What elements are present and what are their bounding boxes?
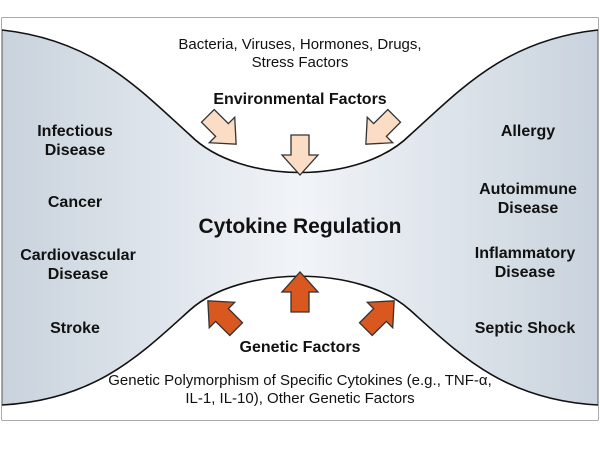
genetic-factors-heading: Genetic Factors	[239, 339, 361, 356]
top-curve-region	[2, 18, 598, 173]
environmental-causes-text: Bacteria, Viruses, Hormones, Drugs, Stre…	[178, 36, 422, 71]
right-disease-septic-shock: Septic Shock	[474, 320, 576, 337]
cytokine-regulation-title: Cytokine Regulation	[198, 215, 402, 238]
environmental-arrow-right	[365, 108, 402, 145]
left-disease-cardiovascular: Cardiovascular Disease	[20, 247, 136, 283]
genetic-arrow-right	[358, 300, 395, 337]
left-disease-infectious: Infectious Disease	[37, 123, 113, 159]
left-disease-cancer: Cancer	[47, 194, 103, 211]
genetic-arrow-left	[207, 300, 244, 337]
right-disease-allergy: Allergy	[500, 123, 556, 140]
bottom-curve-region	[2, 276, 598, 420]
right-disease-autoimmune: Autoimmune Disease	[479, 181, 577, 217]
environmental-arrow-left	[200, 108, 237, 145]
right-disease-inflammatory: Inflammatory Disease	[474, 245, 576, 281]
environmental-factors-heading: Environmental Factors	[213, 91, 387, 108]
environmental-arrow-center	[280, 134, 320, 176]
left-disease-stroke: Stroke	[50, 320, 100, 337]
genetic-arrow-center	[280, 271, 320, 313]
genetic-causes-text: Genetic Polymorphism of Specific Cytokin…	[108, 372, 492, 407]
